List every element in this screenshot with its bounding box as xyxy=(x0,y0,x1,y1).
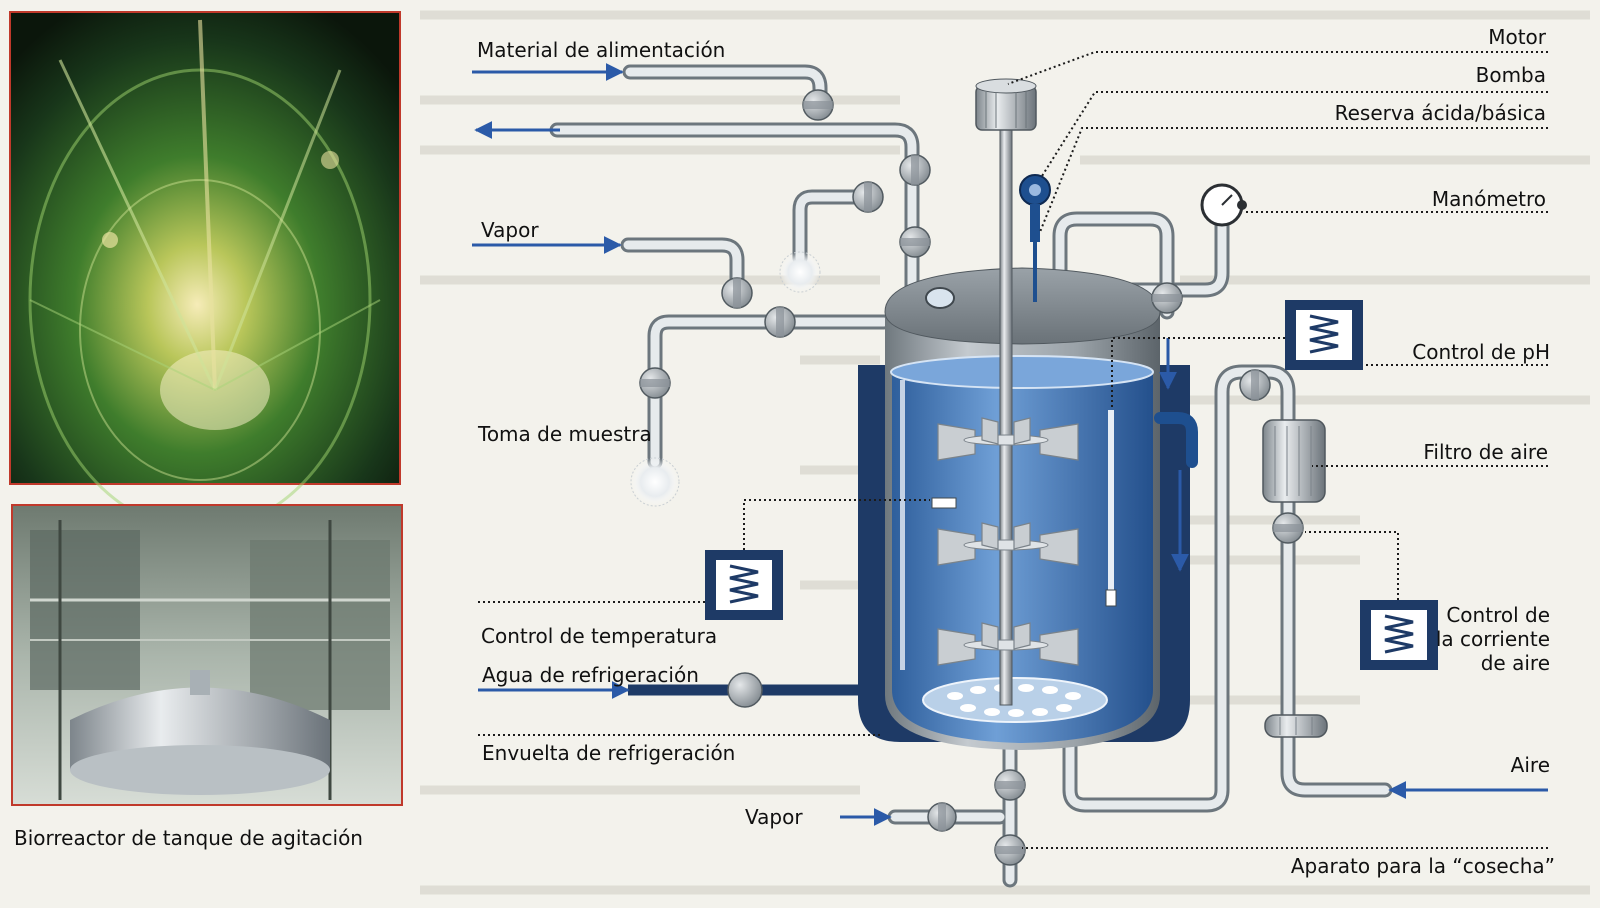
air-valve-icon xyxy=(1272,512,1304,544)
bioreactor-tank xyxy=(858,129,1198,750)
label-air-filter: Filtro de aire xyxy=(1423,440,1548,464)
air-sparger xyxy=(922,677,1108,723)
leader-lines xyxy=(478,51,1548,849)
return-valve-icon xyxy=(899,154,931,186)
cooling-water-valve-icon xyxy=(727,672,763,708)
air-flow-meter-icon xyxy=(1264,714,1328,738)
background-text-lines xyxy=(420,10,1590,895)
feed-valve-icon xyxy=(802,89,834,121)
air-filter-icon xyxy=(1262,419,1326,503)
sample-nozzle xyxy=(630,457,680,507)
harvest-valve-icon xyxy=(994,769,1026,801)
label-pressure-gauge: Manómetro xyxy=(1432,187,1546,211)
sight-glass xyxy=(925,287,955,309)
bottom-steam-valve-icon xyxy=(927,802,957,832)
tank-inlet-valve-icon xyxy=(764,306,796,338)
label-steam-top: Vapor xyxy=(481,218,539,242)
sample-valve-icon xyxy=(639,367,671,399)
ph-control-unit xyxy=(1285,300,1363,370)
impeller-upper xyxy=(937,417,1079,461)
label-air-flow-control-line2: la corriente xyxy=(1436,627,1550,651)
label-feed-material: Material de alimentación xyxy=(477,38,725,62)
baffle-left xyxy=(900,380,905,670)
label-steam-bottom: Vapor xyxy=(745,805,803,829)
overflow-pipe xyxy=(1154,412,1198,468)
label-air: Aire xyxy=(1511,753,1550,777)
label-pump: Bomba xyxy=(1476,63,1546,87)
agitator-shaft xyxy=(999,129,1013,706)
figure-caption: Biorreactor de tanque de agitación xyxy=(14,826,363,850)
harvest-valve-lower-icon xyxy=(994,834,1026,866)
impeller-lower xyxy=(937,622,1079,666)
spray-branch-valve-icon xyxy=(852,181,884,213)
label-air-flow-control-line3: de aire xyxy=(1481,651,1550,675)
impeller-middle xyxy=(937,522,1079,566)
motor xyxy=(975,78,1037,131)
temperature-control-unit xyxy=(705,550,783,620)
air-flow-control-unit xyxy=(1360,600,1438,670)
spray-nozzle-upper xyxy=(779,251,821,293)
liquid-surface xyxy=(890,355,1154,389)
label-cooling-water: Agua de refrigeración xyxy=(482,663,699,687)
tank-lid xyxy=(884,267,1161,345)
label-temperature-control: Control de temperatura xyxy=(481,624,717,648)
label-cooling-jacket: Envuelta de refrigeración xyxy=(482,741,735,765)
label-motor: Motor xyxy=(1488,25,1547,49)
photo-bioreactor-interior xyxy=(9,11,401,532)
label-air-flow-control-line1: Control de xyxy=(1446,603,1550,627)
photo-bioreactor-plant xyxy=(11,504,403,806)
label-harvest-device: Aparato para la “cosecha” xyxy=(1291,854,1555,878)
temperature-probe-tip xyxy=(931,497,957,509)
label-ph-control: Control de pH xyxy=(1412,340,1550,364)
steam-valve-icon xyxy=(721,277,753,309)
valves xyxy=(639,89,1304,866)
sampling-probe xyxy=(1108,410,1114,600)
flow-arrows xyxy=(472,63,1548,826)
pressure-gauge-icon xyxy=(1200,183,1247,227)
return-valve-lower-icon xyxy=(899,226,931,258)
acid-base-reserve xyxy=(1019,174,1051,302)
label-acid-base-reserve: Reserva ácida/básica xyxy=(1335,101,1546,125)
probe-tip xyxy=(1105,589,1117,607)
pump-valve-icon xyxy=(1151,282,1183,314)
air-line-valve-icon xyxy=(1239,369,1271,401)
pipework xyxy=(549,64,1393,888)
label-sampling: Toma de muestra xyxy=(477,422,652,446)
